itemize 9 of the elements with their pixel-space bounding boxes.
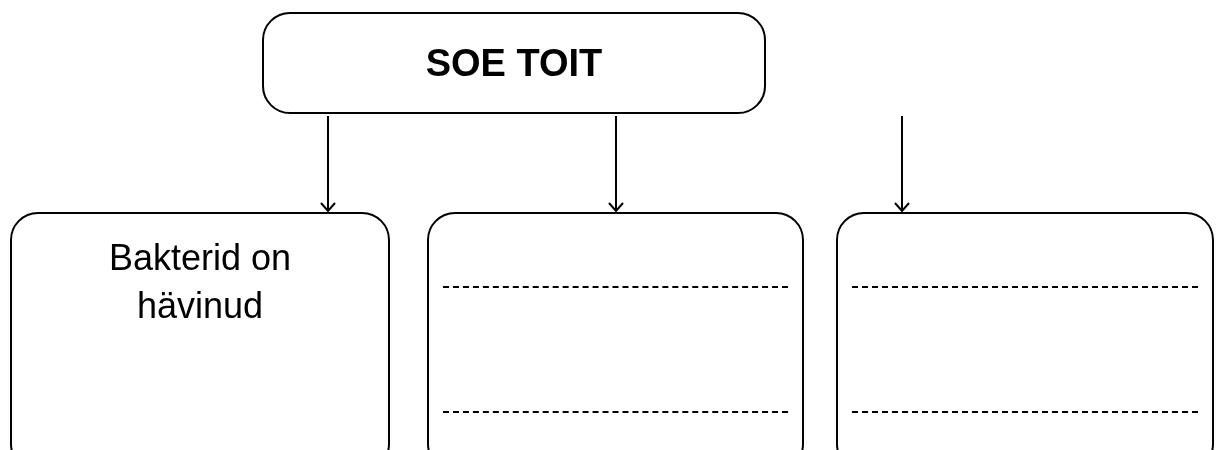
- rounded-box: [10, 212, 390, 450]
- arrow: [320, 115, 336, 212]
- title-text: SOE TOIT: [425, 40, 603, 86]
- arrow: [608, 115, 624, 212]
- empty-box: [427, 212, 804, 450]
- empty-box: [836, 212, 1214, 450]
- box-text: Bakterid on hävinud: [107, 236, 293, 328]
- arrow: [894, 115, 910, 212]
- rounded-box: [262, 12, 766, 114]
